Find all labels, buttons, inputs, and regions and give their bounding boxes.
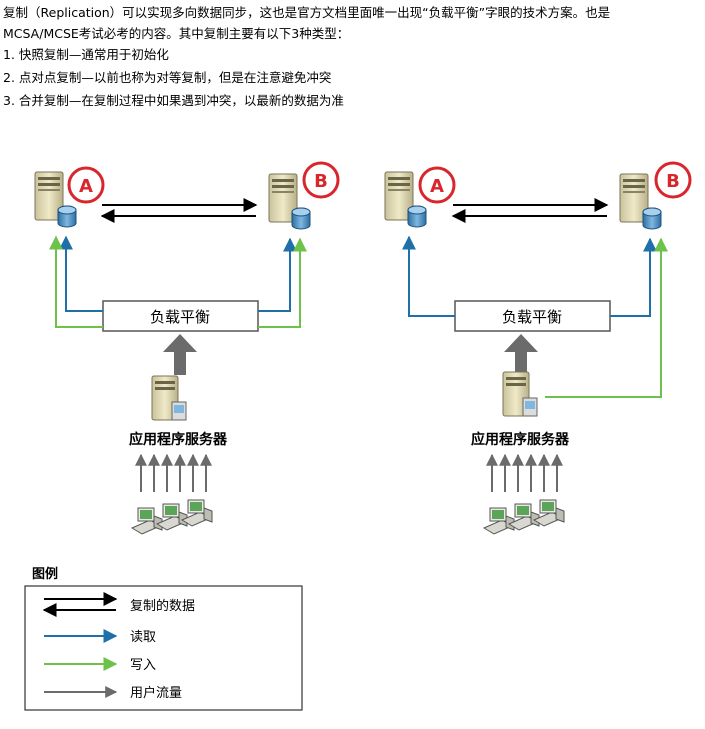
legend-box (24, 585, 303, 711)
legend-item-read: 读取 (44, 629, 156, 645)
legend-item-replication: 复制的数据 (42, 592, 195, 617)
app-server-label: 应用程序服务器 (471, 431, 570, 448)
load-balancer-label: 负载平衡 (502, 308, 562, 326)
badge-b: B (302, 161, 340, 199)
client-computers-icon (483, 499, 565, 535)
diagram-left: A B 负载平衡 应用程序服务器 (34, 161, 340, 535)
intro-item-2: 2. 点对点复制—以前也称为对等复制，但是在注意避免冲突 (3, 70, 332, 85)
write-path-b (258, 237, 307, 328)
intro-line-2: MCSA/MCSE考试必考的内容。其中复制主要有以下3种类型： (3, 26, 350, 41)
svg-text:B: B (666, 171, 680, 192)
badge-b: B (654, 161, 692, 199)
svg-text:A: A (430, 176, 444, 197)
svg-text:写入: 写入 (130, 658, 156, 673)
intro-item-1: 1. 快照复制—通常用于初始化 (3, 47, 169, 62)
intro-item-3: 3. 合并复制—在复制过程中如果遇到冲突，以最新的数据为准 (3, 93, 344, 108)
user-traffic-arrows (135, 453, 212, 492)
load-balancer-box (102, 300, 259, 332)
intro-line-1: 复制（Replication）可以实现多向数据同步，这也是官方文档里面唯一出现“… (3, 5, 611, 20)
legend-title: 图例 (32, 566, 58, 582)
client-computers-icon (131, 499, 213, 535)
read-path-a (59, 235, 103, 312)
diagram-right: A B 负载平衡 应用程序服务器 (384, 161, 692, 535)
load-balancer-label: 负载平衡 (150, 308, 210, 326)
app-server-icon (151, 375, 187, 421)
traffic-arrow-up (504, 334, 538, 375)
legend-item-user-traffic: 用户流量 (44, 685, 182, 701)
app-server-icon (502, 371, 538, 417)
svg-text:用户流量: 用户流量 (130, 685, 182, 701)
badge-a: A (67, 166, 105, 204)
badge-a: A (418, 166, 456, 204)
read-path-b (258, 237, 297, 312)
svg-text:复制的数据: 复制的数据 (130, 598, 195, 614)
legend-item-write: 写入 (44, 657, 156, 673)
read-path-a (402, 235, 455, 317)
app-server-label: 应用程序服务器 (129, 431, 228, 448)
legend: 图例 复制的数据 读取 写入 用户流量 (24, 566, 303, 711)
svg-text:读取: 读取 (130, 630, 156, 645)
write-path-a (49, 235, 103, 328)
user-traffic-arrows (486, 453, 563, 492)
write-path-b (545, 237, 668, 398)
svg-text:B: B (314, 171, 328, 192)
svg-text:A: A (79, 176, 93, 197)
read-path-b (610, 237, 657, 317)
traffic-arrow-up (163, 334, 197, 375)
